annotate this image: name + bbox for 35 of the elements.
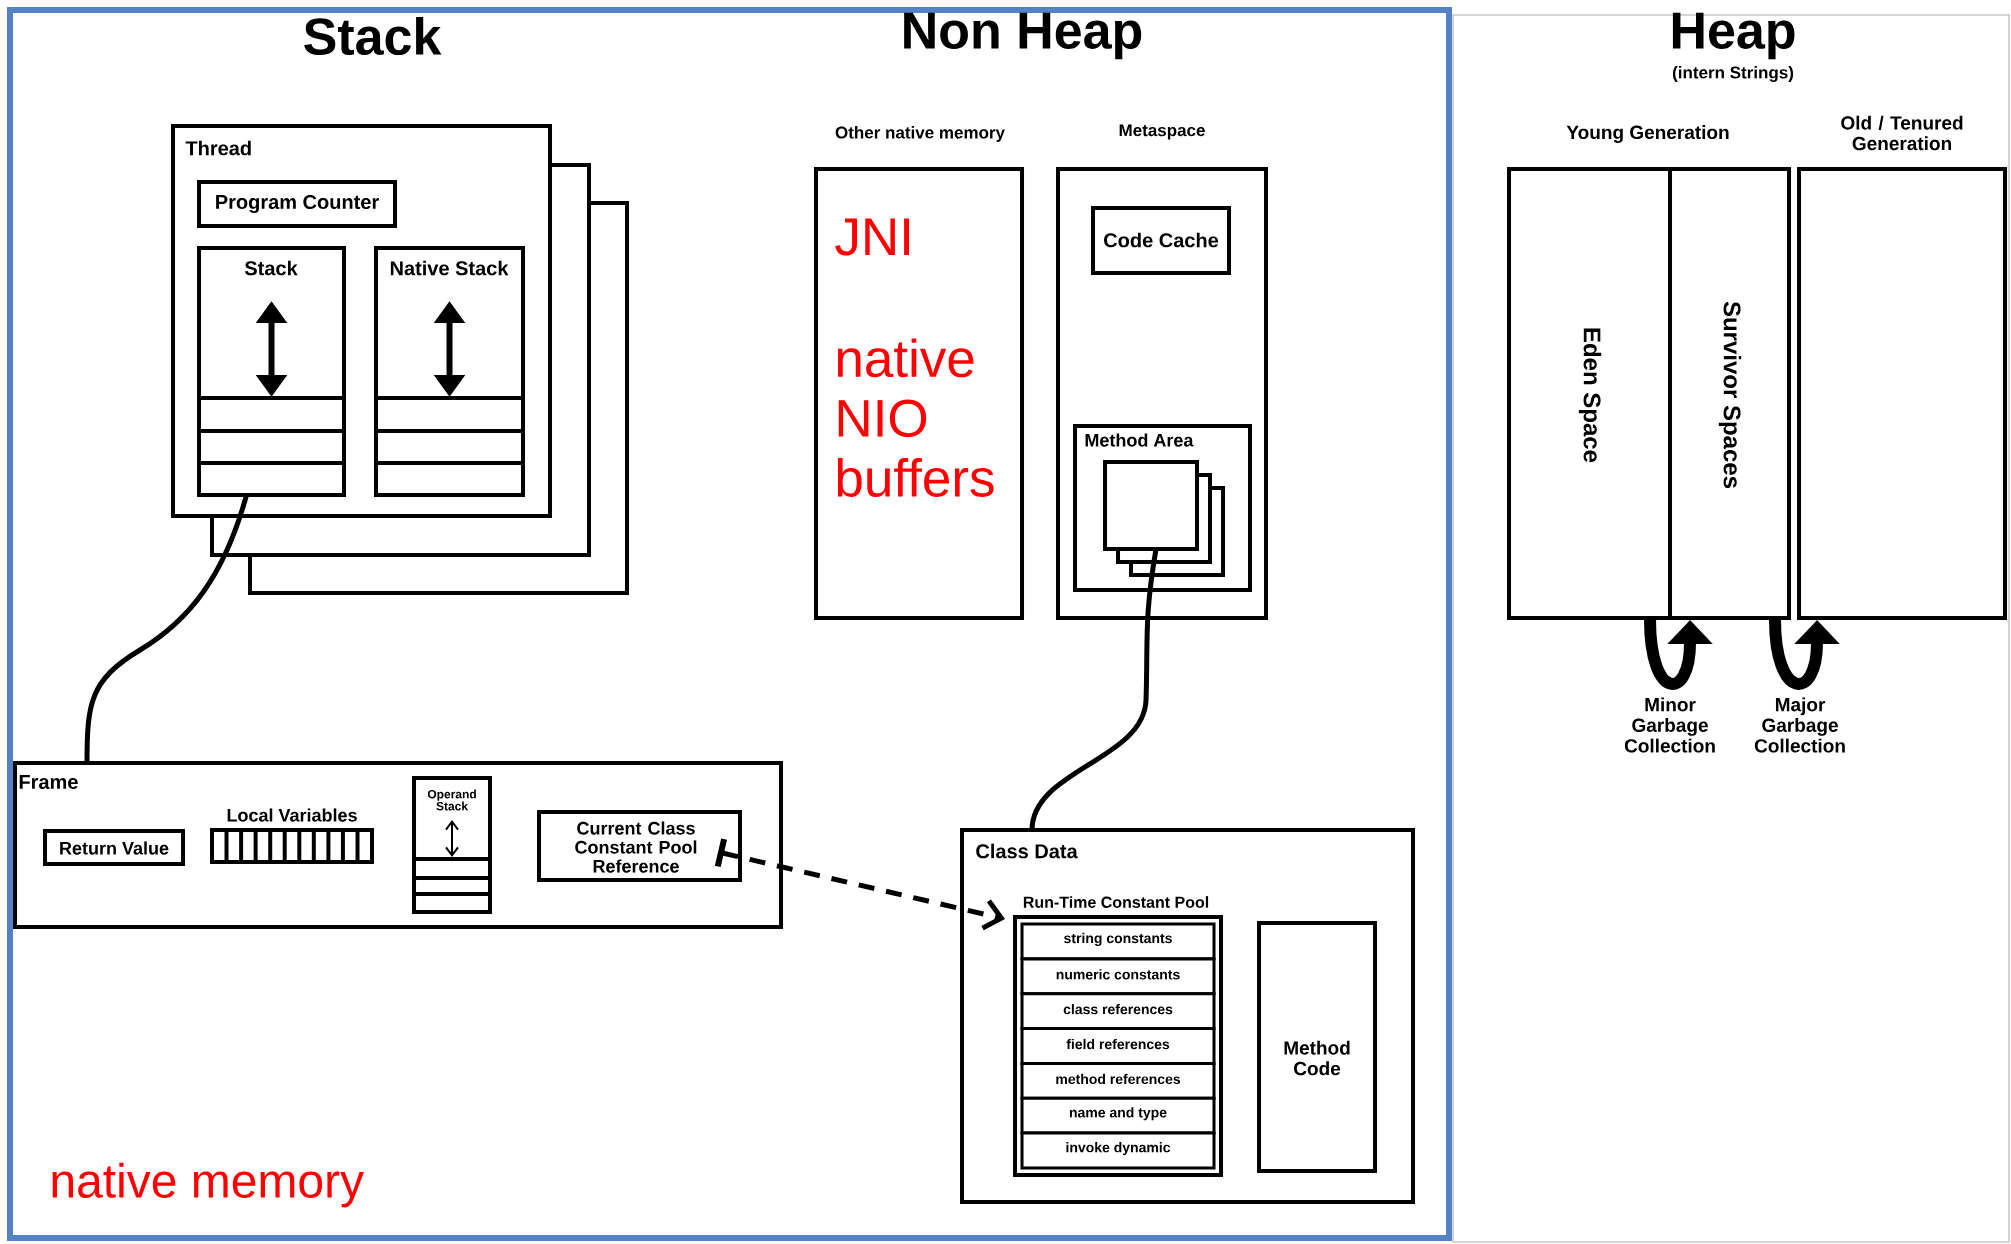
- survivor-spaces-box: Survivor Spaces: [1668, 167, 1791, 620]
- table-row: string constants: [1020, 922, 1216, 961]
- connector: [84, 494, 249, 764]
- node-label: Run-Time Constant Pool: [1023, 896, 1209, 908]
- node-label: Local Variables: [227, 808, 357, 822]
- table-row: method references: [1020, 1061, 1216, 1100]
- native-stack-box: Native Stack: [374, 246, 525, 497]
- edge-label: Major Garbage Collection: [1738, 695, 1863, 755]
- table-row: name and type: [1020, 1096, 1216, 1135]
- node-label: Thread: [185, 140, 251, 156]
- old-generation-box: Old / Tenured Generation: [1797, 115, 2007, 620]
- connector: [714, 838, 1005, 931]
- section-heading: Young Generation: [1566, 125, 1729, 143]
- edge-label: Minor Garbage Collection: [1608, 695, 1732, 755]
- connector: [1029, 548, 1159, 831]
- return-value-box: Return Value: [43, 829, 185, 866]
- section-heading: Stack: [304, 16, 442, 56]
- method-code-box: Method Code: [1257, 921, 1377, 1173]
- square-stack: [1103, 460, 1225, 577]
- memory-area-box: Other native memory JNI native NIO buffers: [814, 126, 1024, 620]
- table-row: field references: [1020, 1027, 1216, 1065]
- local-variables-grid: Local Variables: [210, 808, 374, 864]
- code-cache-box: Code Cache: [1091, 206, 1231, 275]
- section-heading: Non Heap: [904, 12, 1142, 60]
- node-label: Other native memory: [835, 126, 1005, 142]
- table-row: class references: [1020, 992, 1216, 1030]
- program-counter-box: Program Counter: [197, 180, 397, 228]
- reference-box: Current Class Constant Pool Reference: [537, 810, 742, 882]
- stack-box: Stack: [197, 246, 346, 497]
- operand-stack-box: Operand Stack: [412, 776, 492, 914]
- node-label: Old / Tenured Generation: [1841, 115, 1963, 151]
- table-row: invoke dynamic: [1020, 1131, 1216, 1170]
- eden-space-box: Eden Space: [1507, 167, 1672, 620]
- node-label: Metaspace: [1119, 124, 1205, 140]
- table-row: numeric constants: [1020, 957, 1216, 996]
